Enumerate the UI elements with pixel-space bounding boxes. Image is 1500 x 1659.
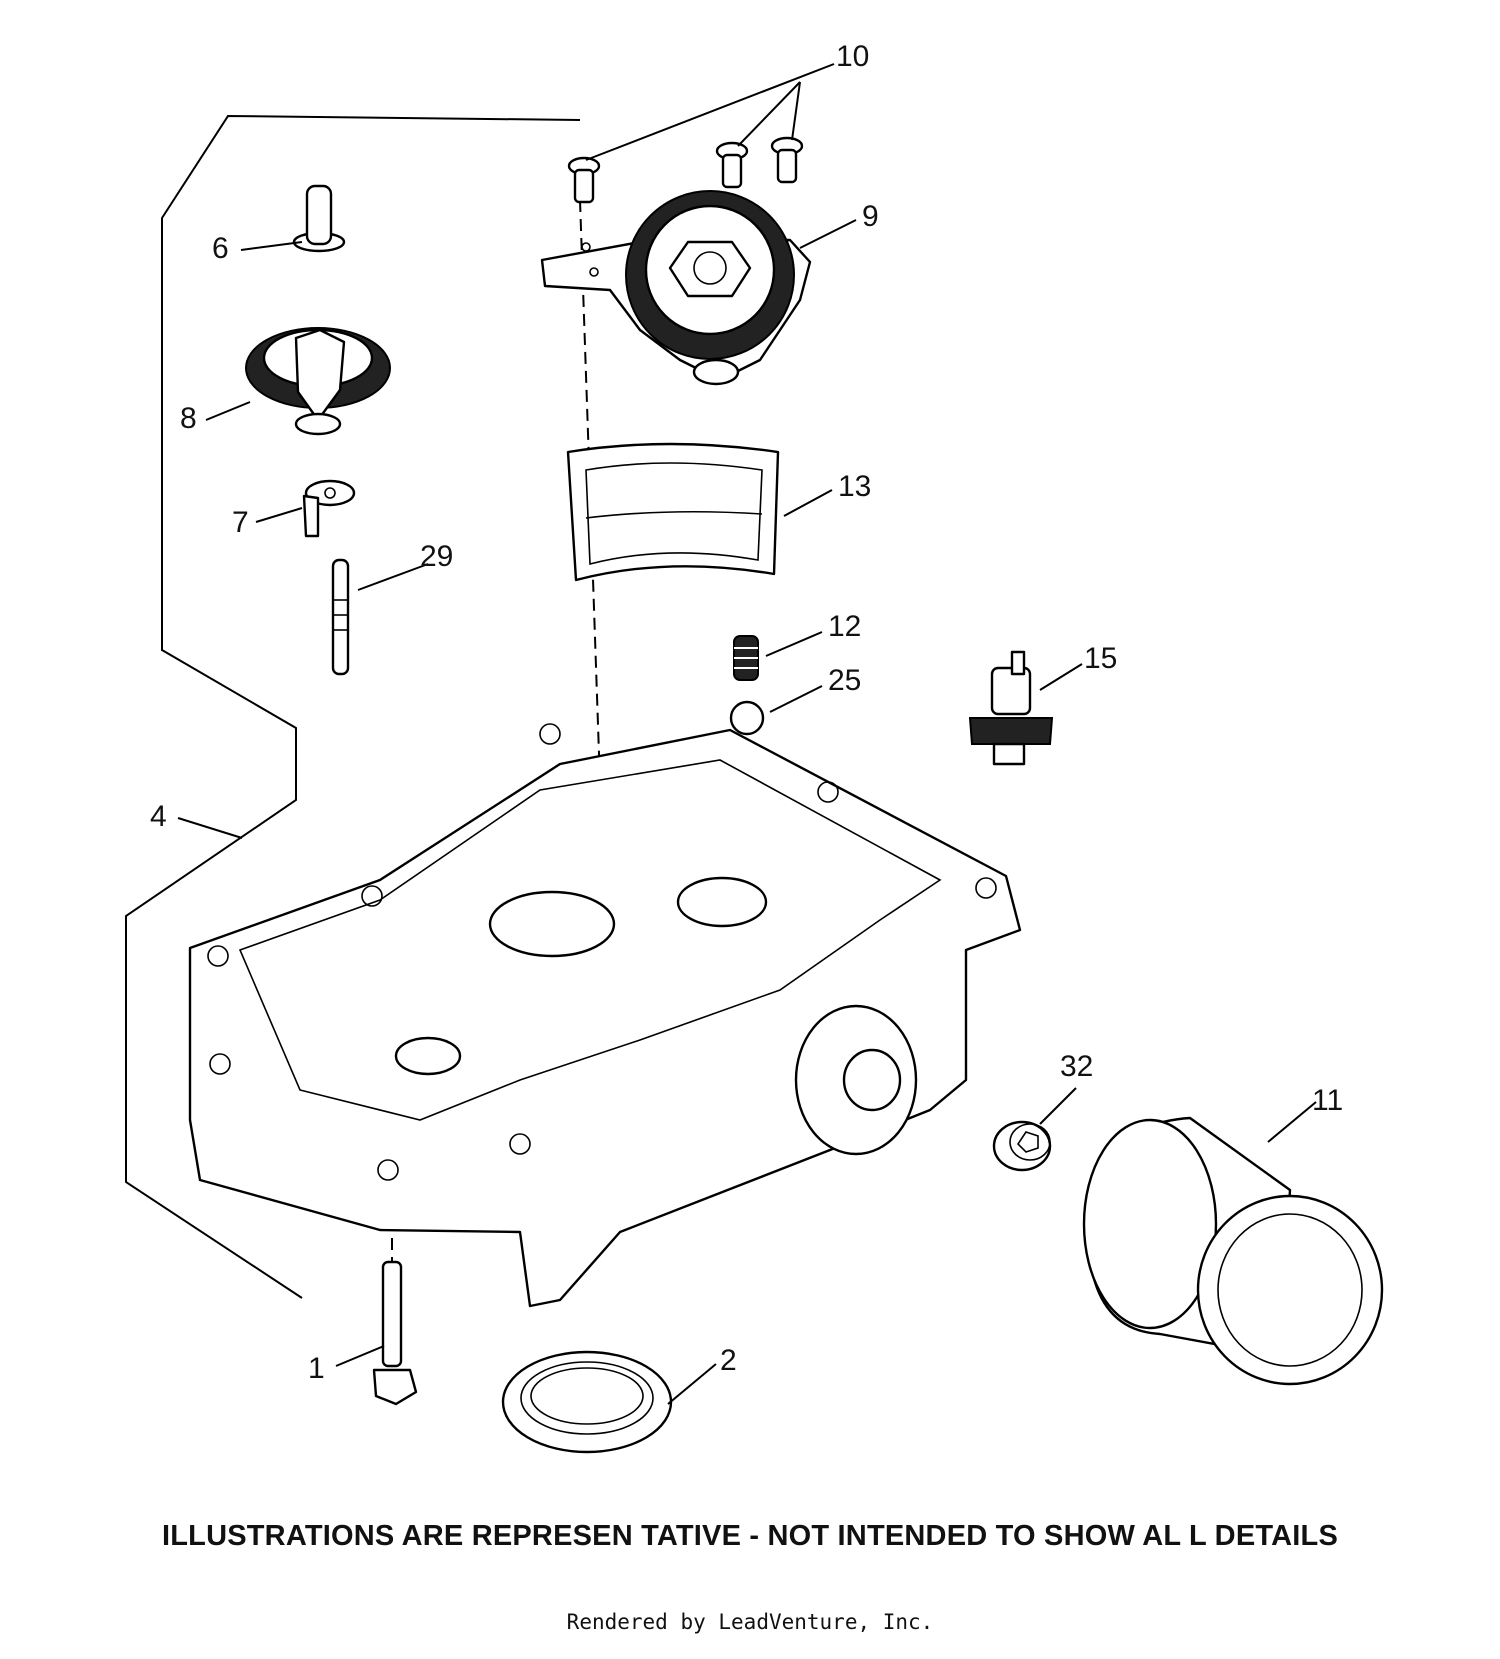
- callout-25: 25: [828, 664, 861, 697]
- oil-pump-cover-part-9[interactable]: [540, 190, 812, 386]
- callout-1: 1: [308, 1352, 325, 1385]
- drain-plug-part-32[interactable]: [992, 1120, 1052, 1172]
- callout-12: 12: [828, 610, 861, 643]
- callout-2: 2: [720, 1344, 737, 1377]
- callout-9: 9: [862, 200, 879, 233]
- callout-7: 7: [232, 506, 249, 539]
- callout-6: 6: [212, 232, 229, 265]
- oil-pan-part-4[interactable]: [188, 723, 1022, 1308]
- clip-part-7[interactable]: [302, 479, 356, 538]
- screw-group-part-10[interactable]: [567, 136, 804, 204]
- oil-seal-part-2[interactable]: [501, 1350, 673, 1454]
- bolt-part-1[interactable]: [372, 1260, 418, 1406]
- governor-gear-part-8[interactable]: [245, 327, 391, 436]
- disclaimer-text: ILLUSTRATIONS ARE REPRESEN TATIVE - NOT …: [162, 1520, 1338, 1552]
- callout-11: 11: [1312, 1084, 1343, 1117]
- ball-part-25[interactable]: [729, 700, 765, 736]
- assembly-bracket-line: [125, 114, 581, 1299]
- callout-8: 8: [180, 402, 197, 435]
- footer-credit: Rendered by LeadVenture, Inc.: [566, 1610, 934, 1634]
- callout-10: 10: [836, 40, 869, 73]
- callout-13: 13: [838, 470, 871, 503]
- leader-lines: [177, 63, 1317, 1405]
- screen-part-13[interactable]: [566, 442, 780, 582]
- callout-15: 15: [1084, 642, 1117, 675]
- oil-pressure-switch-part-15[interactable]: [968, 650, 1054, 766]
- pin-part-6[interactable]: [292, 184, 346, 253]
- callout-32: 32: [1060, 1050, 1093, 1083]
- oil-filter-part-11[interactable]: [1082, 1116, 1384, 1386]
- callout-4: 4: [150, 800, 167, 833]
- shaft-part-29[interactable]: [331, 558, 350, 676]
- spring-part-12[interactable]: [733, 635, 759, 681]
- callout-29: 29: [420, 540, 453, 573]
